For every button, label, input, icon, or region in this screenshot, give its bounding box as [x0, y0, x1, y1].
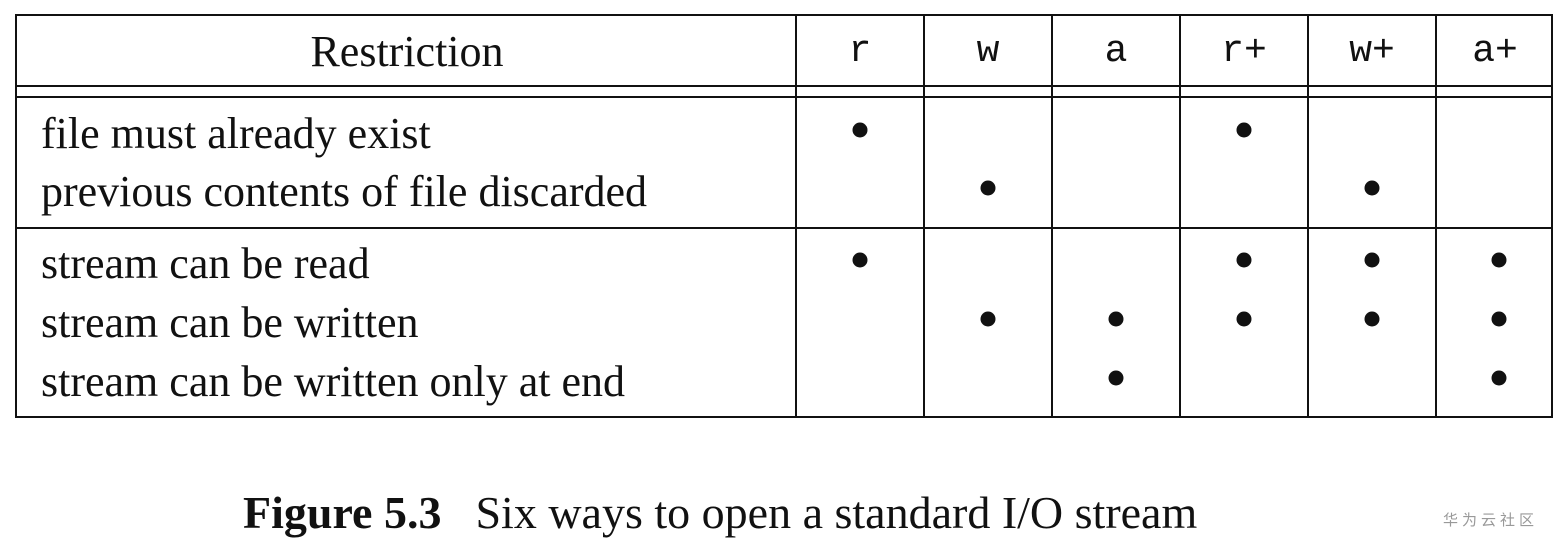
bullet-mark-icon	[1236, 122, 1252, 138]
bullet-mark-icon	[1364, 311, 1380, 327]
header-rule-top	[17, 85, 1551, 87]
figure-caption-text: Six ways to open a standard I/O stream	[475, 487, 1198, 538]
bullet-mark-icon	[1236, 311, 1252, 327]
header-restriction: Restriction	[310, 26, 504, 76]
bullet-mark-icon	[852, 122, 868, 138]
row-label-contents-discarded: previous contents of file discarded	[41, 167, 648, 216]
bullet-mark-icon	[1491, 252, 1507, 268]
bullet-mark-icon	[1364, 252, 1380, 268]
open-modes-table: Restriction r w a r+ w+ a+ file must alr…	[15, 14, 1553, 418]
column-divider	[1307, 16, 1309, 416]
bullet-mark-icon	[1236, 252, 1252, 268]
watermark: 华为云社区	[1443, 511, 1539, 529]
row-label-written-only-at-end: stream can be written only at end	[41, 357, 626, 406]
bullet-mark-icon	[852, 252, 868, 268]
figure-caption: Figure 5.3 Six ways to open a standard I/…	[243, 486, 1197, 539]
bullet-mark-icon	[1108, 370, 1124, 386]
bullet-mark-icon	[1491, 370, 1507, 386]
group-divider	[17, 227, 1551, 229]
bullet-mark-icon	[1491, 311, 1507, 327]
column-divider	[923, 16, 925, 416]
column-divider	[795, 16, 797, 416]
bullet-mark-icon	[1364, 180, 1380, 196]
row-label-can-be-read: stream can be read	[41, 239, 370, 288]
header-mode-r: r	[848, 29, 872, 73]
header-mode-r-plus: r+	[1221, 29, 1267, 73]
header-mode-w: w	[976, 29, 1000, 73]
header-mode-a-plus: a+	[1472, 29, 1518, 73]
header-rule-bottom	[17, 96, 1551, 98]
figure-label: Figure 5.3	[243, 487, 442, 538]
header-mode-a: a	[1104, 29, 1128, 73]
bullet-mark-icon	[980, 311, 996, 327]
column-divider	[1435, 16, 1437, 416]
column-divider	[1051, 16, 1053, 416]
row-label-file-must-exist: file must already exist	[41, 109, 431, 158]
row-label-can-be-written: stream can be written	[41, 298, 419, 347]
header-mode-w-plus: w+	[1349, 29, 1395, 73]
bullet-mark-icon	[980, 180, 996, 196]
bullet-mark-icon	[1108, 311, 1124, 327]
column-divider	[1179, 16, 1181, 416]
